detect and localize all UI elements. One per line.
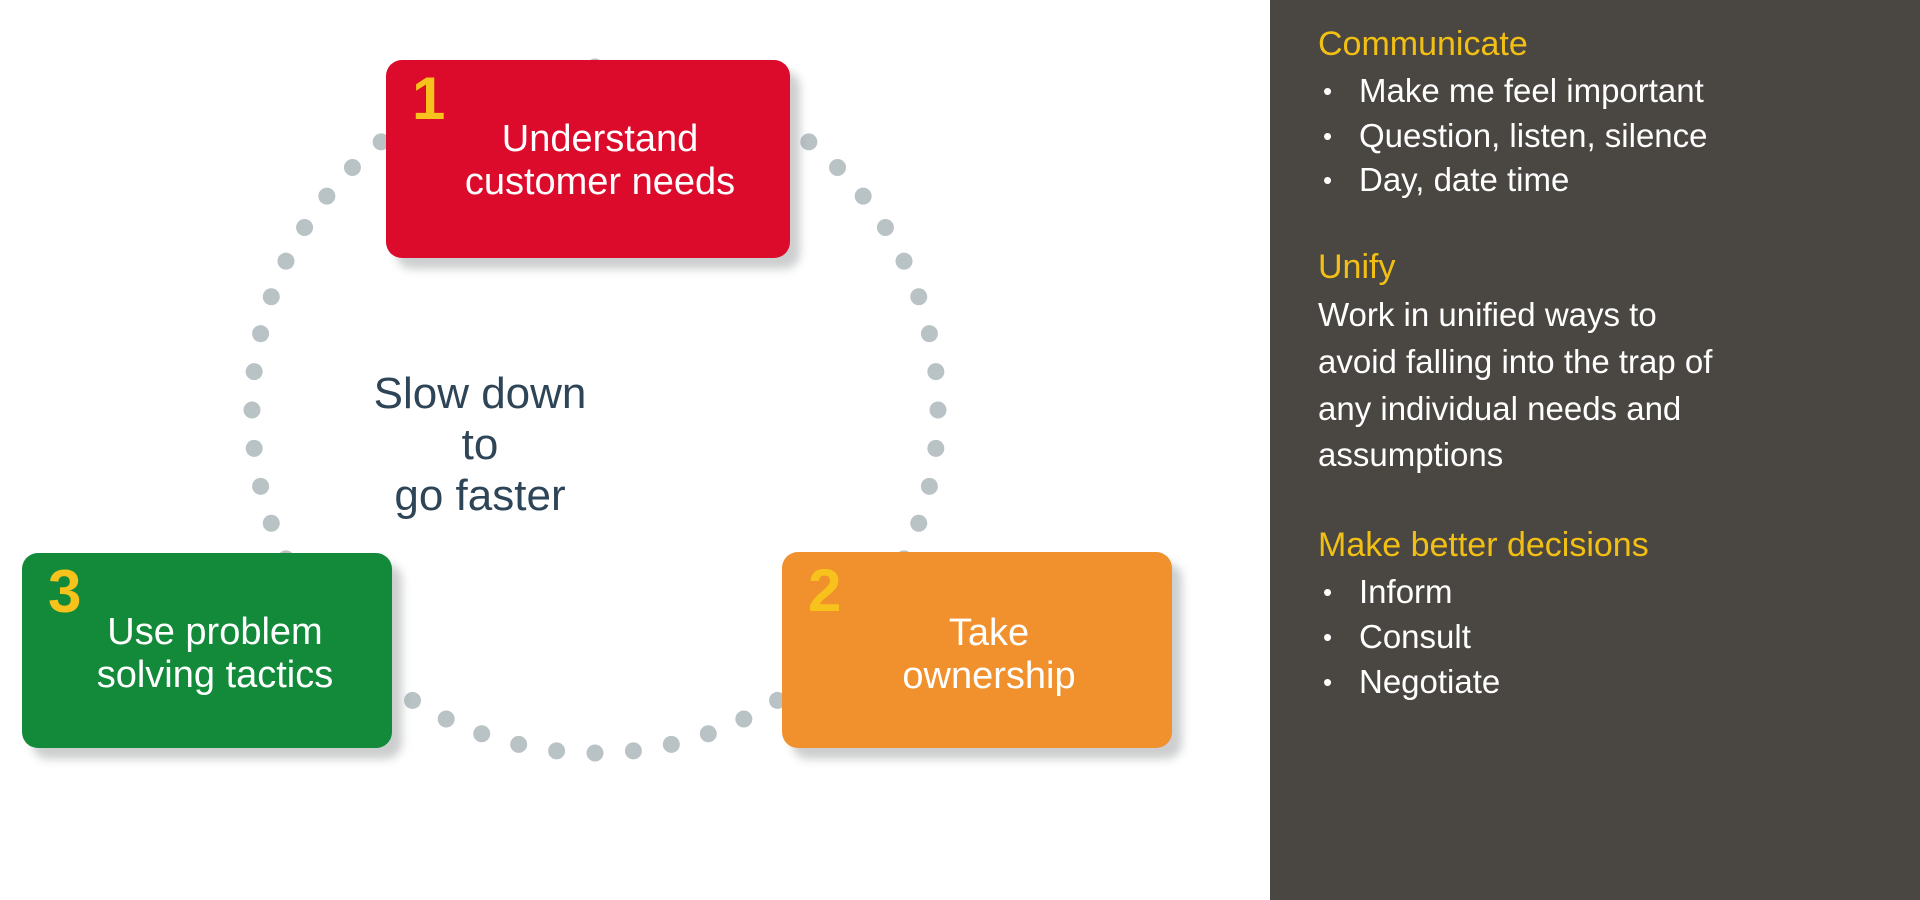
step-number-3: 3 xyxy=(48,558,81,625)
bullet-list-make-better-decisions: • Inform • Consult • Negotiate xyxy=(1318,570,1880,704)
center-slogan-line3: go faster xyxy=(394,471,566,521)
section-spacer xyxy=(1318,203,1880,245)
center-slogan: Slow down to go faster xyxy=(365,368,595,521)
list-item: • Inform xyxy=(1318,570,1880,615)
center-slogan-line1: Slow down xyxy=(373,369,587,418)
step-card-use-problem-solving-tactics[interactable]: 3 Use problem solving tactics xyxy=(22,553,392,748)
section-spacer xyxy=(1318,479,1880,523)
step-card-understand-customer-needs[interactable]: 1 Understand customer needs xyxy=(386,60,790,258)
list-item: • Consult xyxy=(1318,615,1880,660)
cycle-diagram: 1 Understand customer needs 2 Take owner… xyxy=(22,58,1172,762)
step-label-1: Understand customer needs xyxy=(386,118,790,204)
bullet-label: Consult xyxy=(1359,617,1471,655)
list-item: • Make me feel important xyxy=(1318,69,1880,114)
section-paragraph-unify: Work in unified ways to avoid falling in… xyxy=(1318,295,1713,474)
step-number-1: 1 xyxy=(412,65,445,132)
step-number-2: 2 xyxy=(808,557,841,624)
section-heading-unify: Unify xyxy=(1318,248,1396,287)
step-label-3: Use problem solving tactics xyxy=(22,611,392,697)
bullet-list-communicate: • Make me feel important • Question, lis… xyxy=(1318,69,1880,203)
bullet-label: Negotiate xyxy=(1359,662,1501,700)
bullet-label: Day, date time xyxy=(1359,161,1570,199)
bullet-icon: • xyxy=(1323,621,1333,652)
bullet-icon: • xyxy=(1323,120,1333,151)
bullet-label: Question, listen, silence xyxy=(1359,116,1708,154)
step-label-1-line1: Understand xyxy=(501,118,699,160)
section-heading-make-better-decisions: Make better decisions xyxy=(1318,526,1649,565)
step-label-1-line2: customer needs xyxy=(464,160,736,203)
list-item: • Question, listen, silence xyxy=(1318,114,1880,159)
bullet-icon: • xyxy=(1323,75,1333,106)
section-communicate: Communicate • Make me feel important • Q… xyxy=(1318,22,1880,203)
list-item: • Negotiate xyxy=(1318,660,1880,705)
section-heading-communicate: Communicate xyxy=(1318,25,1528,63)
section-unify: Unify Work in unified ways to avoid fall… xyxy=(1318,245,1880,479)
bullet-icon: • xyxy=(1323,577,1333,608)
step-card-take-ownership[interactable]: 2 Take ownership xyxy=(782,552,1172,748)
step-label-2: Take ownership xyxy=(782,612,1172,698)
step-label-2-line1: Take xyxy=(948,612,1030,654)
center-slogan-line2: to xyxy=(461,420,499,470)
principles-panel: Communicate • Make me feel important • Q… xyxy=(1270,0,1920,900)
bullet-icon: • xyxy=(1323,666,1333,697)
bullet-icon: • xyxy=(1323,165,1333,196)
section-make-better-decisions: Make better decisions • Inform • Consult… xyxy=(1318,523,1880,704)
step-label-3-line2: solving tactics xyxy=(96,653,334,696)
step-label-2-line2: ownership xyxy=(902,654,1076,697)
step-label-3-line1: Use problem xyxy=(107,611,323,653)
bullet-label: Inform xyxy=(1359,573,1453,611)
bullet-label: Make me feel important xyxy=(1359,71,1704,109)
list-item: • Day, date time xyxy=(1318,158,1880,203)
